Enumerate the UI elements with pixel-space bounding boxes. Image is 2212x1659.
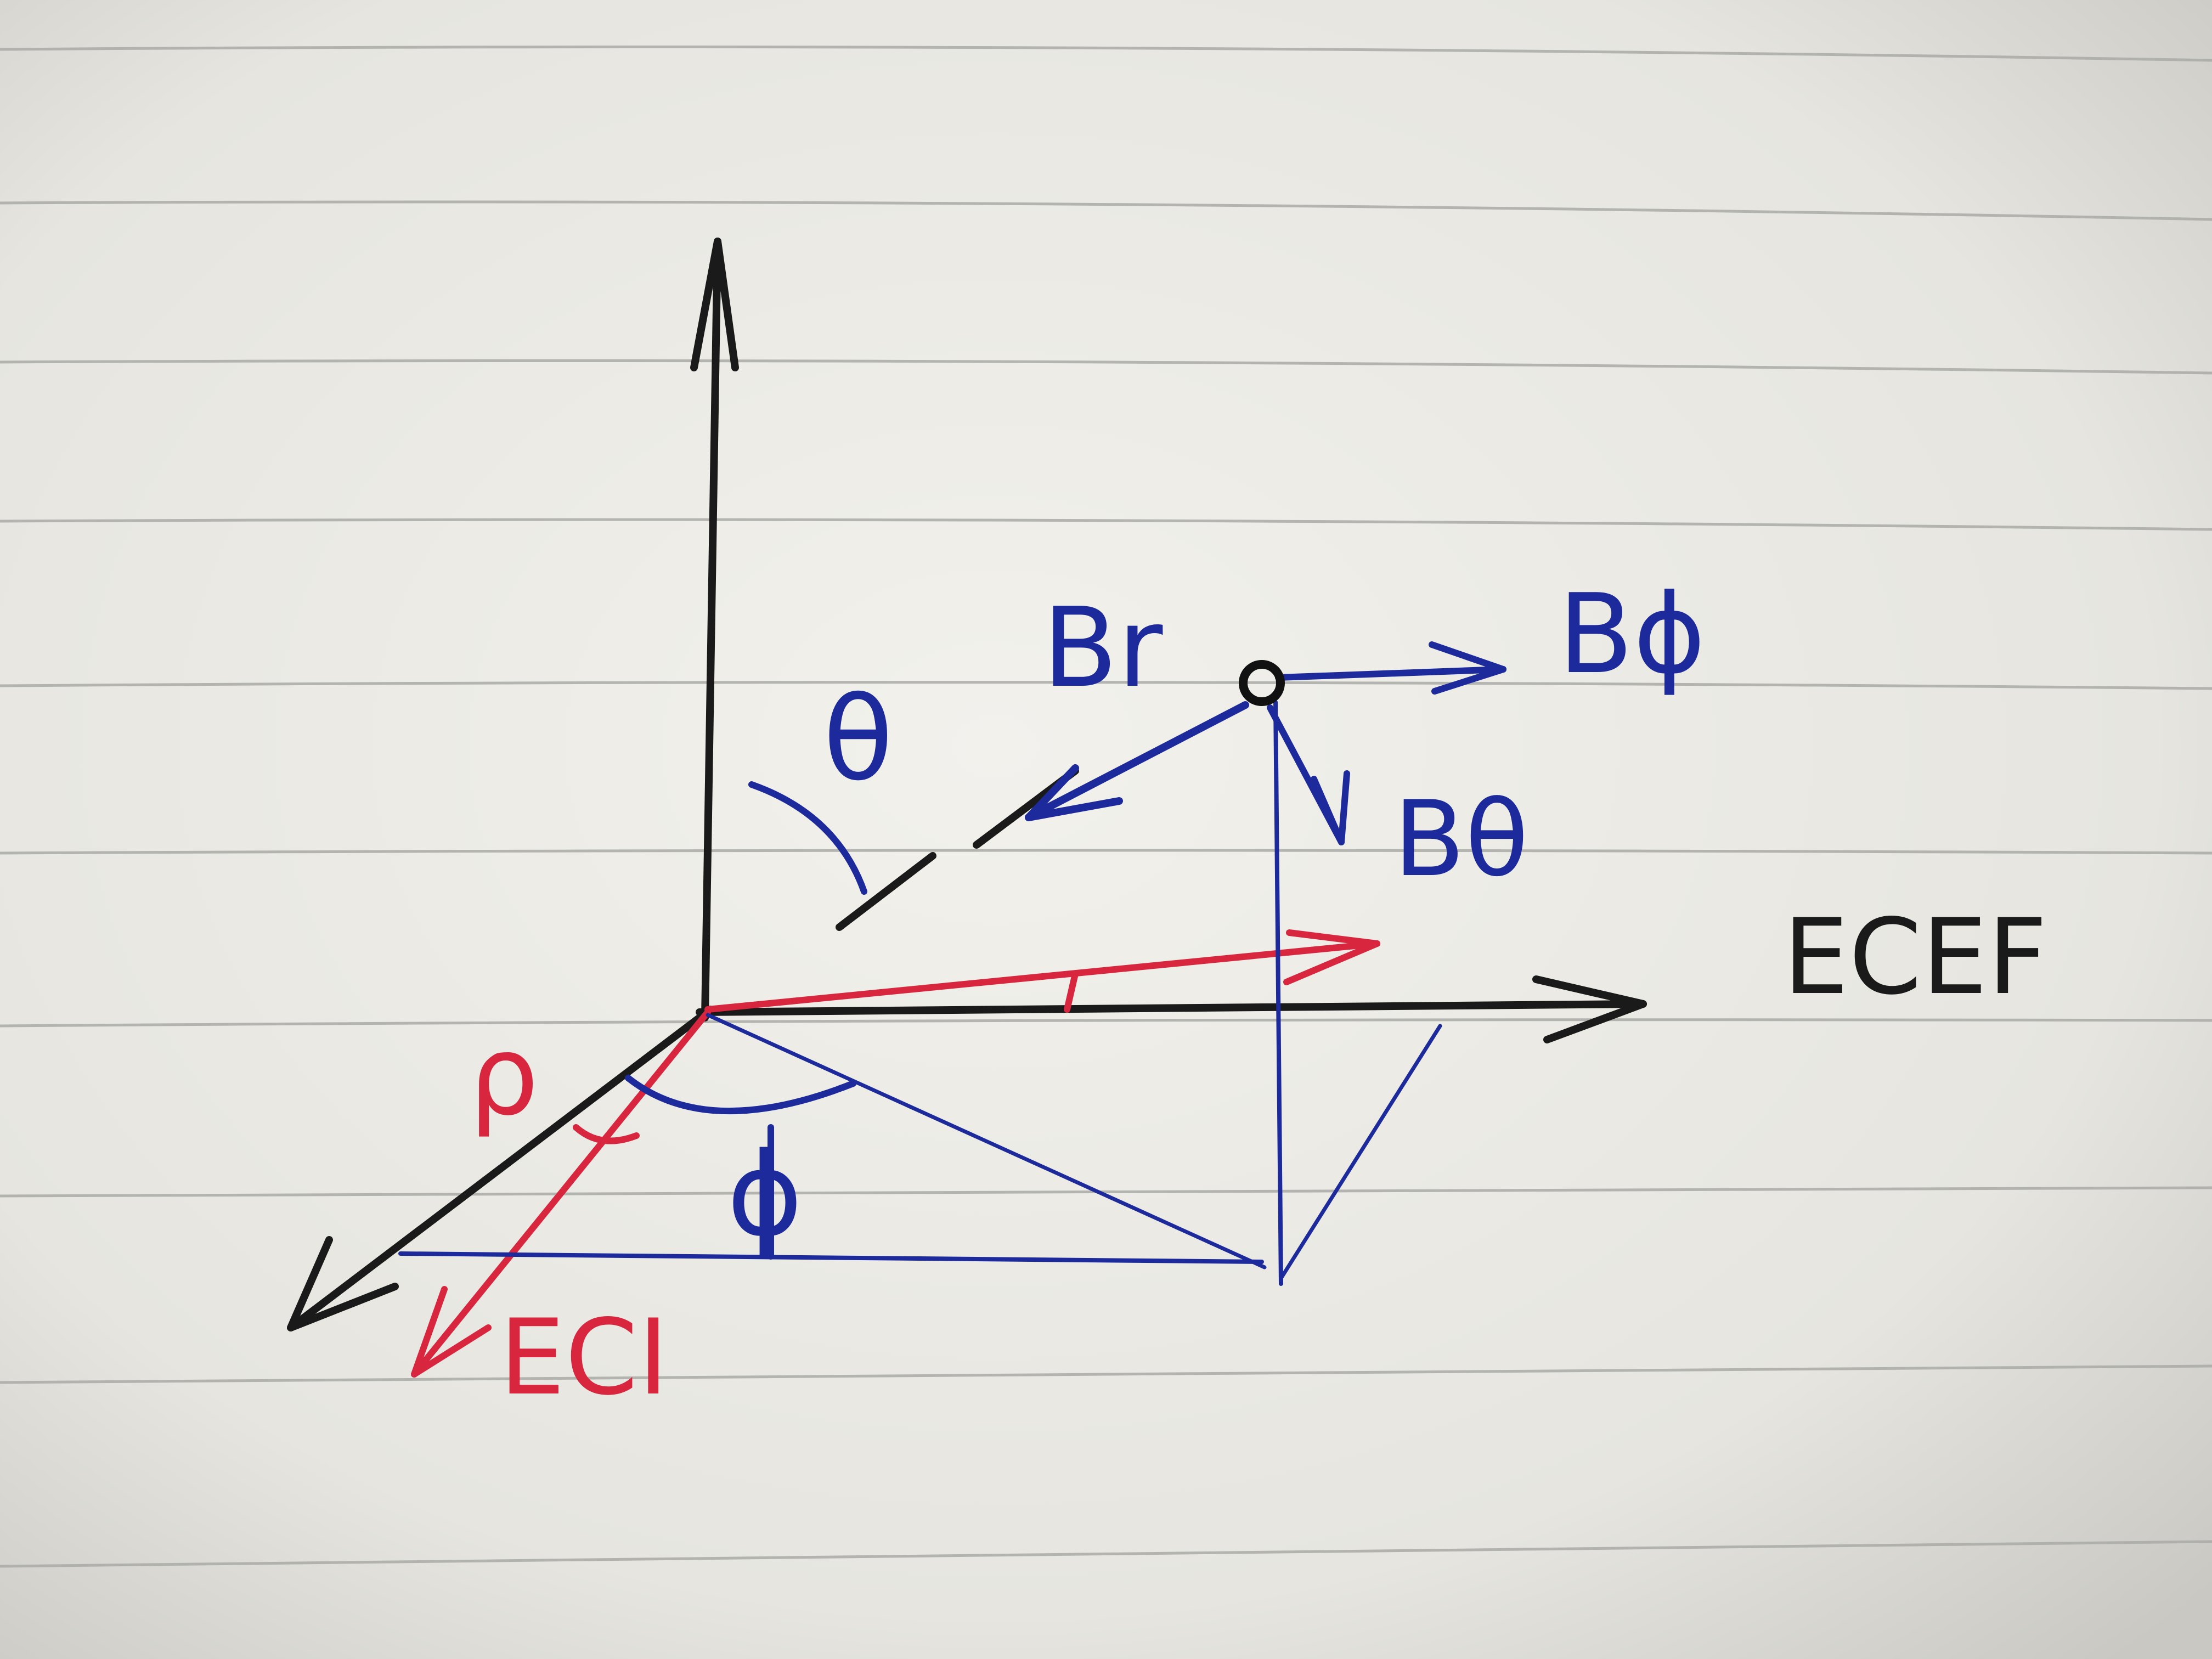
eci-black-axis-arrowhead [287,1236,399,1331]
phi-angle-arc [625,1075,856,1114]
ecef-axis [696,1000,1647,1016]
rule-line [0,681,2212,690]
b-theta-arrowhead [1311,770,1350,845]
b-r-arrowhead [1025,764,1123,821]
b-phi-arrowhead [1429,641,1506,695]
vertical-axis [701,238,721,1022]
rule-line [0,359,2212,375]
rule-line [0,1018,2212,1028]
blue-construction [398,641,1506,1286]
b-r-vector [1025,701,1249,821]
black-axes [287,238,1647,1331]
eci-black-axis [287,1006,714,1331]
b-phi-vector [1275,666,1506,681]
rule-line [0,200,2212,221]
red-eci-vector [411,1009,711,1378]
dashed-radius-segment [836,852,936,931]
vertical-axis-arrowhead [690,238,739,371]
ecef-axis-arrowhead [1532,975,1647,1043]
rho-angle-arc [573,1124,640,1144]
vertical-projection-line [1273,700,1283,1286]
rho-label: ρ [469,1012,539,1140]
red-eci-arrowhead [411,1286,492,1378]
theta-label: θ [823,672,893,806]
red-ecef-vector [704,940,1380,1013]
base-line [398,1251,1264,1264]
diagonal-projection-line [706,1013,1267,1269]
b-theta-label: Bθ [1393,778,1529,900]
rule-line [0,518,2212,531]
side-projection-line [1279,1024,1442,1280]
b-r-label: Br [1042,584,1163,712]
b-phi-label: Bϕ [1558,571,1706,698]
rule-line [0,46,2212,62]
theta-angle-arc [748,781,867,895]
phi-label: ϕ [727,1127,803,1262]
rule-line [0,849,2212,855]
red-tick [1064,970,1079,1013]
point-marker [1239,660,1285,706]
ecef-label: ECEF [1783,896,2047,1018]
rule-line [0,1540,2212,1568]
red-vectors [411,929,1380,1378]
eci-label: ECI [499,1297,669,1418]
red-ecef-arrowhead [1283,929,1380,985]
